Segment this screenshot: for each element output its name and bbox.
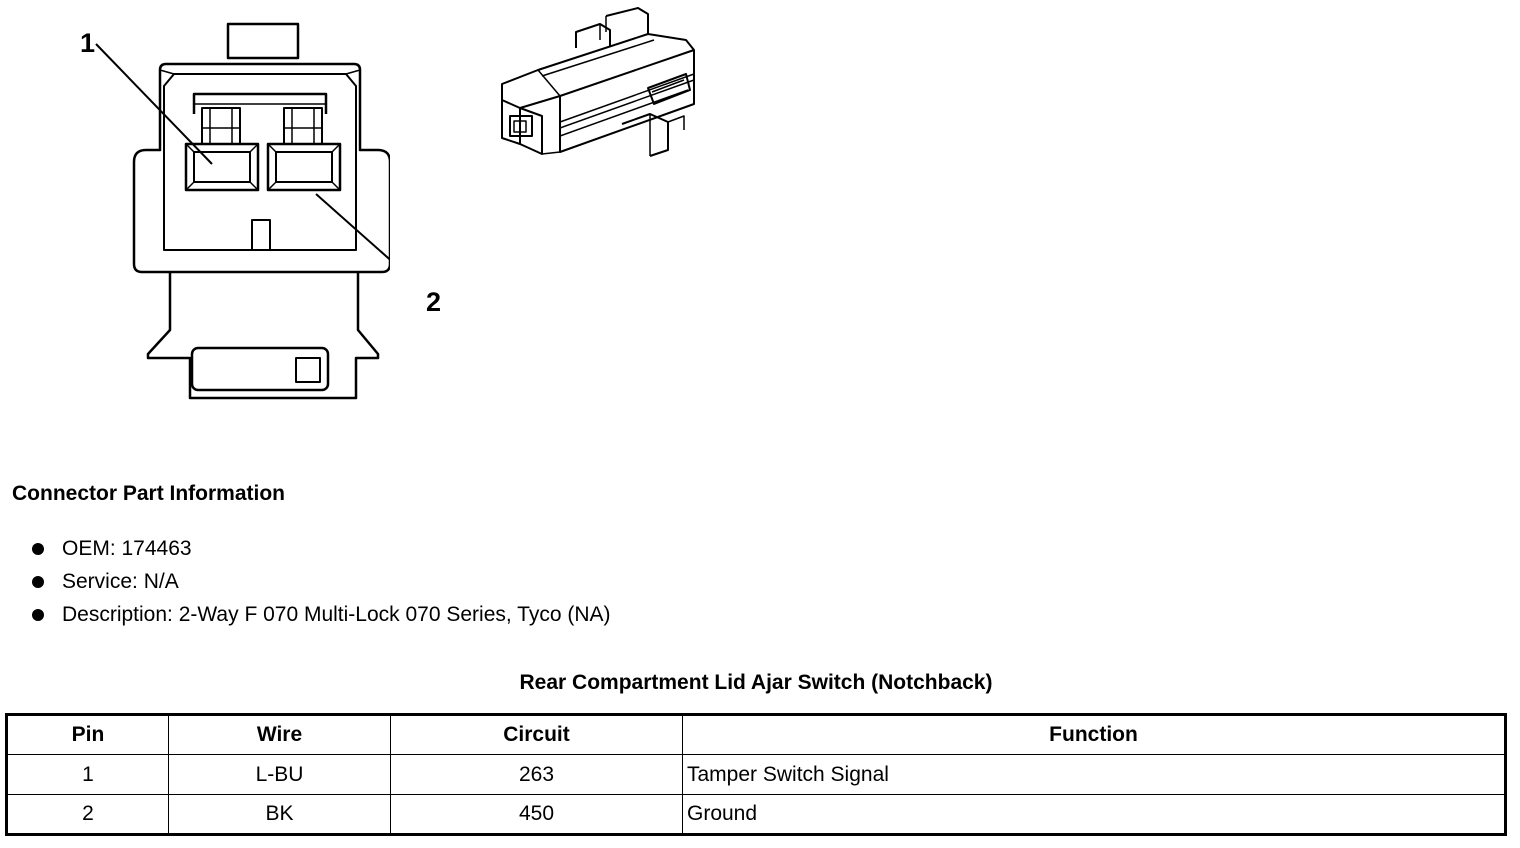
polarizing-key (251, 219, 271, 251)
latch-tab (226, 22, 300, 60)
cell-circuit: 263 (390, 754, 683, 795)
connector-info-list: OEM: 174463 Service: N/A Description: 2-… (30, 535, 611, 634)
cavity-2 (266, 142, 342, 192)
leader-line-2 (315, 193, 390, 261)
list-item-description: Description: 2-Way F 070 Multi-Lock 070 … (30, 601, 611, 634)
leader-line-1 (95, 43, 213, 165)
header-function: Function (682, 714, 1506, 755)
bullet-icon (32, 609, 44, 621)
connector-front-view (95, 22, 390, 400)
table-title: Rear Compartment Lid Ajar Switch (Notchb… (519, 671, 993, 694)
housing-outline (132, 62, 390, 274)
cell-function: Ground (682, 794, 1506, 835)
header-circuit: Circuit (390, 714, 683, 755)
table-header-row: Pin Wire Circuit Function (6, 714, 1506, 755)
connector-body (146, 272, 380, 400)
cell-pin: 2 (6, 794, 169, 835)
header-wire: Wire (168, 714, 391, 755)
cell-function: Tamper Switch Signal (682, 754, 1506, 795)
cell-circuit: 450 (390, 794, 683, 835)
oem-text: OEM: 174463 (62, 537, 192, 560)
connector-diagram: 1 2 (0, 0, 760, 420)
pin-label-1: 1 (80, 28, 96, 58)
pinout-table: Pin Wire Circuit Function 1 L-BU 263 Tam… (5, 713, 1507, 836)
header-pin: Pin (6, 714, 169, 755)
bullet-icon (32, 576, 44, 588)
cell-wire: L-BU (168, 754, 391, 795)
pin-label-2: 2 (426, 287, 442, 317)
table-row: 1 L-BU 263 Tamper Switch Signal (6, 754, 1506, 795)
description-text: Description: 2-Way F 070 Multi-Lock 070 … (62, 603, 611, 626)
connector-isometric-view (501, 7, 695, 157)
bullet-icon (32, 543, 44, 555)
cell-pin: 1 (6, 754, 169, 795)
list-item-service: Service: N/A (30, 568, 611, 601)
cell-wire: BK (168, 794, 391, 835)
table-row: 2 BK 450 Ground (6, 794, 1506, 835)
list-item-oem: OEM: 174463 (30, 535, 611, 568)
connector-info-title: Connector Part Information (12, 482, 286, 505)
cavity-1 (184, 142, 260, 192)
lock-window (190, 346, 330, 392)
service-text: Service: N/A (62, 570, 179, 593)
